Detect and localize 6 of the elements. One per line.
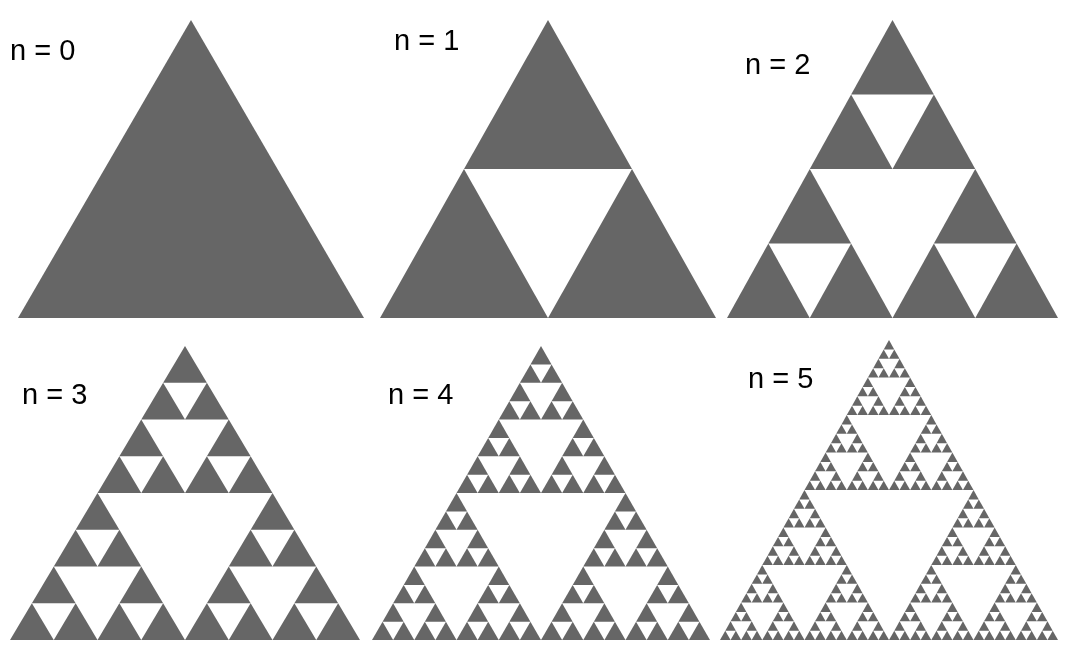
iteration-label: n = 5 (748, 364, 814, 393)
iteration-label: n = 3 (22, 380, 88, 409)
iteration-label: n = 0 (10, 36, 76, 65)
iteration-label: n = 1 (394, 26, 460, 55)
iteration-label: n = 2 (745, 50, 811, 79)
iteration-label: n = 4 (388, 380, 454, 409)
